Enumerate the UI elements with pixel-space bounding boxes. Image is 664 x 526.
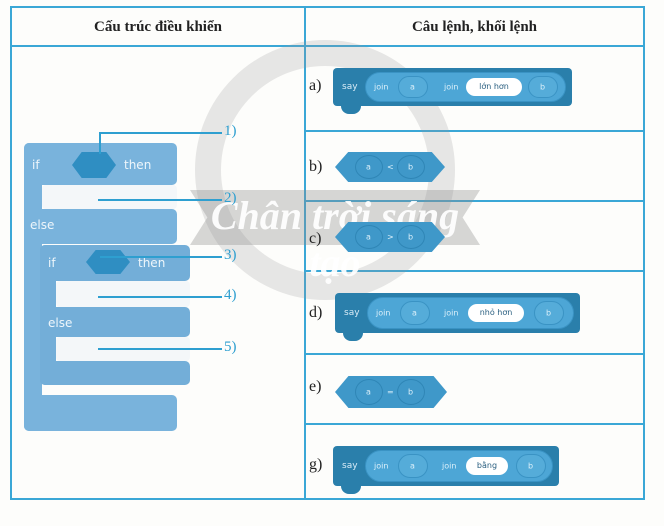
option-e-compare-block[interactable]: a = b [335,376,447,408]
option-g-say-block[interactable]: say join a join bằng b [333,446,559,494]
keyword-then: then [124,158,152,172]
join-text: join [374,461,389,471]
value-a-text: a [410,461,415,471]
value-b: b [516,454,546,478]
leader-line-2 [98,199,222,201]
value-b [397,225,425,249]
block-notch [343,331,363,341]
value-a: a [398,454,428,478]
value-a: a [400,301,430,325]
option-d-label: d) [309,304,323,321]
option-g-label: g) [309,456,323,473]
option-e-label: e) [309,378,322,395]
row-divider [306,270,643,272]
join-text: join [444,308,459,318]
row-divider [306,130,643,132]
outer-end-block [24,395,177,431]
right-operand: b [408,162,414,172]
inner-else-block [40,307,190,337]
join-text: join [444,82,459,92]
value-b-text: b [528,461,534,471]
leader-line-1-drop [99,132,101,154]
option-c-compare-block[interactable]: a > b [335,222,445,252]
row-divider [306,423,643,425]
option-b-compare-block[interactable]: a < b [335,152,445,182]
label-1: 1) [224,123,237,139]
value-a: a [398,76,428,98]
join-outer: join a join lớn hơn b [365,72,566,102]
row-divider [306,353,643,355]
option-a-label: a) [309,77,322,94]
keyword-inner-if: if [48,256,56,270]
value-a-text: a [412,308,417,318]
operator: > [387,232,394,242]
condition-slot-3 [86,250,130,274]
label-5: 5) [224,339,237,355]
left-operand: a [366,387,371,397]
option-c-label: c) [309,230,322,247]
right-operand: b [408,232,414,242]
row-divider [306,200,643,202]
value-b: b [534,301,564,325]
block-notch [341,484,361,494]
condition-slot-1 [72,152,116,178]
operator: < [387,162,394,172]
value-b-text: b [540,82,546,92]
leader-line-3 [100,256,222,258]
keyword-else: else [30,218,55,232]
left-operand: a [366,232,371,242]
value-a [355,379,383,405]
value-a [355,155,383,179]
value-a [355,225,383,249]
text-literal: bằng [466,457,508,475]
value-b: b [528,76,558,98]
option-d-say-block[interactable]: say join a join nhỏ hơn b [335,293,580,341]
option-a-say-block[interactable]: say join a join lớn hơn b [333,68,572,114]
slot-4 [56,281,190,307]
value-b [397,155,425,179]
value-a-text: a [410,82,415,92]
keyword-inner-else: else [48,316,73,330]
header-commands: Câu lệnh, khối lệnh [411,19,538,35]
block-notch [341,104,361,114]
outer-else-block [24,209,177,244]
join-outer: join a join bằng b [365,450,553,482]
text-literal: nhỏ hơn [468,304,524,322]
leader-line-4 [98,296,222,298]
join-text: join [442,461,457,471]
label-2: 2) [224,190,237,206]
slot-2 [42,185,177,209]
leader-line-5 [98,348,222,350]
leader-line-1 [100,132,222,134]
right-operand: b [408,387,414,397]
join-outer: join a join nhỏ hơn b [367,297,574,329]
join-text: join [376,308,391,318]
keyword-if: if [32,158,40,172]
left-operand: a [366,162,371,172]
label-3: 3) [224,247,237,263]
value-b-text: b [546,308,552,318]
inner-end-block [40,361,190,385]
say-text: say [342,461,358,471]
say-text: say [344,308,360,318]
label-4: 4) [224,287,237,303]
keyword-inner-then: then [138,256,166,270]
header-control-structure: Cấu trúc điều khiển [94,19,222,35]
value-b [397,379,425,405]
join-text: join [374,82,389,92]
operator: = [387,387,394,397]
say-text: say [342,82,358,92]
text-literal: lớn hơn [466,78,522,96]
option-b-label: b) [309,158,323,175]
